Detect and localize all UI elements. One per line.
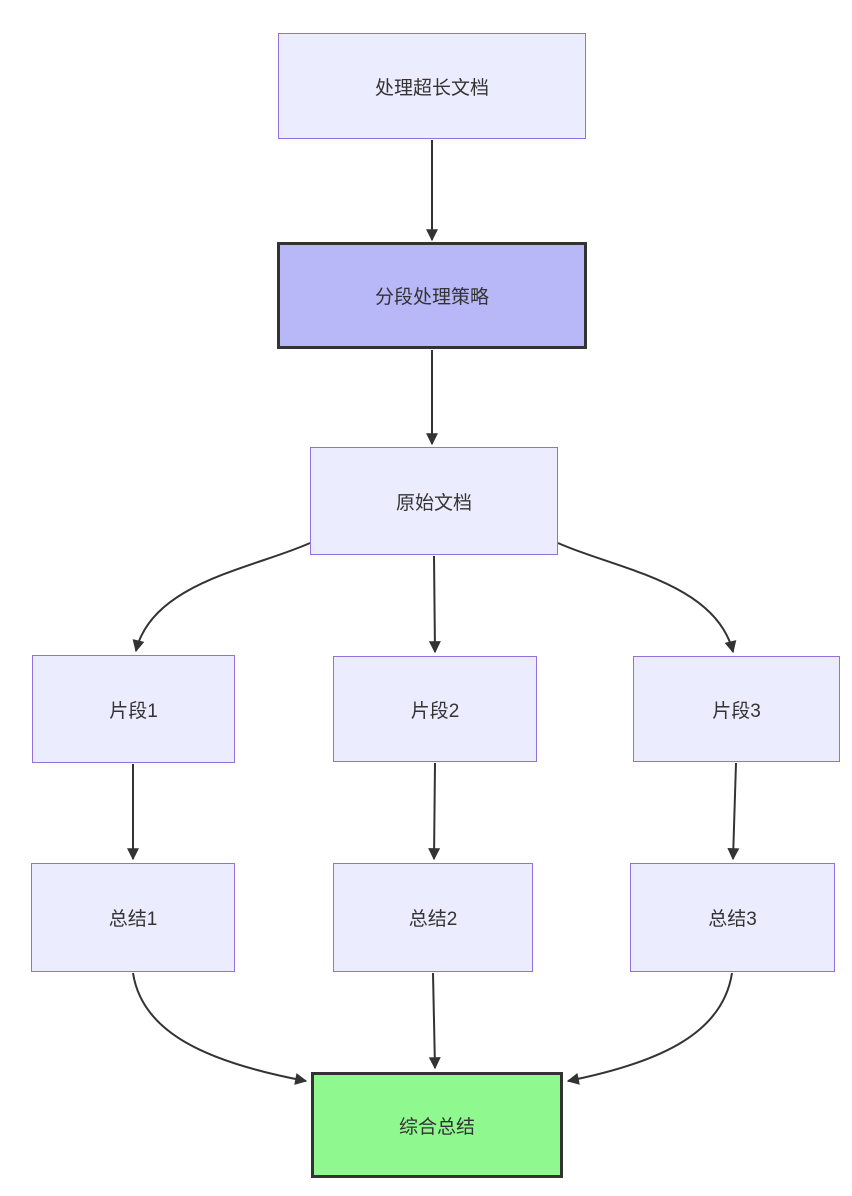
node-summary-2: 总结2: [333, 863, 533, 972]
node-original-doc: 原始文档: [310, 447, 558, 555]
edge-fragment2-to-summary2: [428, 762, 441, 861]
node-original-doc-label: 原始文档: [395, 492, 472, 514]
edge-summary1-to-final: [132, 972, 308, 1085]
node-summary-1: 总结1: [31, 863, 235, 972]
edge-summary3-to-final: [566, 972, 733, 1085]
edge-fragment3-to-summary3: [727, 762, 740, 861]
node-final-summary-label: 综合总结: [398, 1116, 475, 1138]
node-summary-3: 总结3: [630, 863, 835, 972]
node-process-long-doc: 处理超长文档: [278, 33, 586, 139]
node-segment-strategy-label: 分段处理策略: [374, 287, 489, 308]
node-fragment-3: 片段3: [633, 656, 840, 762]
node-fragment-2-label: 片段2: [410, 700, 460, 722]
node-segment-strategy: 分段处理策略: [277, 242, 587, 349]
node-fragment-2: 片段2: [333, 656, 537, 762]
node-summary-3-label: 总结3: [708, 909, 757, 930]
node-fragment-3-label: 片段3: [712, 700, 761, 722]
node-process-long-doc-label: 处理超长文档: [374, 77, 489, 99]
node-summary-2-label: 总结2: [408, 909, 458, 930]
node-final-summary: 综合总结: [311, 1072, 563, 1178]
node-fragment-1: 片段1: [32, 655, 235, 763]
edge-original-to-fragment3: [557, 542, 737, 654]
edge-original-to-fragment1: [132, 542, 311, 653]
edge-summary2-to-final: [428, 972, 441, 1070]
edge-original-to-fragment2: [428, 555, 441, 654]
node-summary-1-label: 总结1: [108, 909, 158, 930]
node-fragment-1-label: 片段1: [109, 700, 158, 722]
